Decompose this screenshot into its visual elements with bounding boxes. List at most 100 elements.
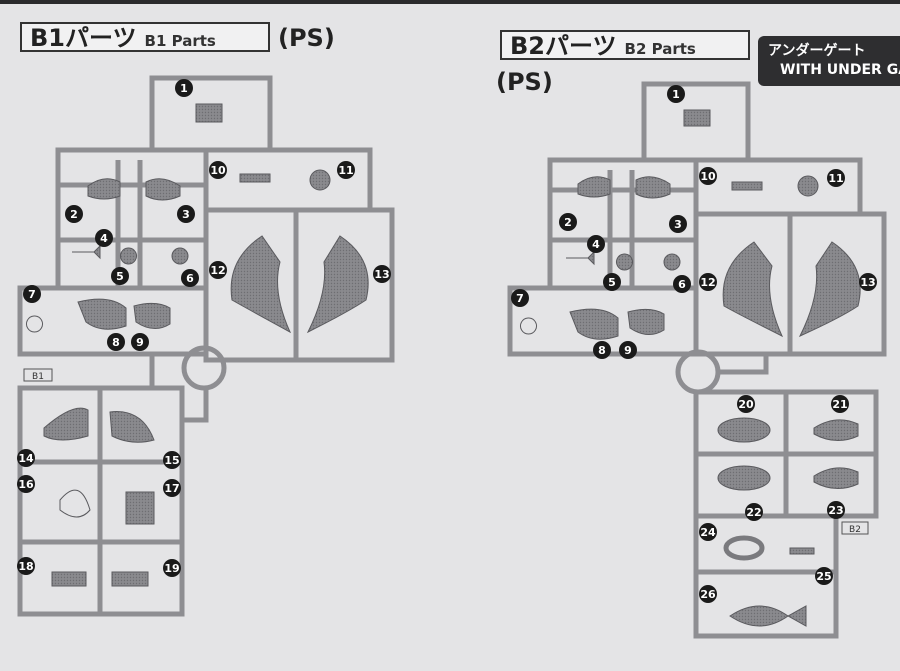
b2-label-9: 9: [624, 344, 632, 357]
b2-label-circle-26: [699, 585, 717, 603]
b1-label-4: 4: [100, 232, 108, 245]
b1-label-2: 2: [70, 208, 78, 221]
b1-part-13-shape: [306, 235, 369, 334]
b1-part-5-shape: [120, 247, 137, 265]
b1-part-18-shape: [51, 571, 87, 587]
b2-title-box: B2パーツ B2 Parts: [500, 30, 750, 60]
b1-label-circle-3: [177, 205, 195, 223]
b1-title: B1パーツ: [30, 24, 137, 52]
b2-part-8-shape: [569, 308, 619, 340]
b1-label-circle-6: [181, 269, 199, 287]
b1-label-11: 11: [338, 164, 353, 177]
b2-label-circle-13: [859, 273, 877, 291]
b1-label-1: 1: [180, 82, 188, 95]
b1-material: (PS): [278, 24, 335, 52]
b2-label-21: 21: [832, 398, 847, 411]
b2-label-circle-7: [511, 289, 529, 307]
b1-part-3-shape: [145, 178, 181, 201]
b1-part-11-shape: [309, 169, 331, 191]
top-edge-bar: [0, 0, 900, 4]
b2-label-circle-21: [831, 395, 849, 413]
b2-parts: [520, 109, 861, 627]
b1-part-15-shape: [109, 411, 155, 443]
badge-line1: アンダーゲート: [768, 43, 866, 59]
b1-title-en: B1 Parts: [144, 32, 216, 50]
b1-label-circle-8: [107, 333, 125, 351]
b1-part-10-shape: [239, 173, 271, 183]
b2-label-24: 24: [700, 526, 716, 539]
b2-label-circle-6: [673, 275, 691, 293]
b1-label-circle-17: [163, 479, 181, 497]
b2-label-13: 13: [860, 276, 875, 289]
b2-label-circle-12: [699, 273, 717, 291]
b2-label-1: 1: [672, 88, 680, 101]
b2-title: B2パーツ: [510, 32, 617, 60]
b1-label-circle-11: [337, 161, 355, 179]
b2-runner-frame: [507, 81, 887, 639]
b2-label-22: 22: [746, 506, 761, 519]
b2-label-26: 26: [700, 588, 716, 601]
b1-label-circle-13: [373, 265, 391, 283]
b1-part-12-shape: [230, 235, 292, 334]
b1-parts: [26, 103, 369, 587]
b1-label-circle-18: [17, 557, 35, 575]
b2-part-12-shape: [722, 241, 784, 338]
b1-label-circle-12: [209, 261, 227, 279]
b1-label-14: 14: [18, 452, 34, 465]
b2-label-2: 2: [564, 216, 572, 229]
b2-part-13-shape: [798, 241, 861, 338]
b1-label-circle-19: [163, 559, 181, 577]
b2-part-9-shape: [627, 308, 665, 335]
b2-label-circle-20: [737, 395, 755, 413]
b2-label-circle-5: [603, 273, 621, 291]
b2-label-circle-22: [745, 503, 763, 521]
b1-label-circle-7: [23, 285, 41, 303]
b1-label-circle-5: [111, 267, 129, 285]
b1-part-1-shape: [195, 103, 223, 123]
b2-label-circle-3: [669, 215, 687, 233]
b2-part-10-shape: [731, 181, 763, 191]
b1-label-circle-2: [65, 205, 83, 223]
b2-label-circle-1: [667, 85, 685, 103]
b1-label-6: 6: [186, 272, 194, 285]
b2-part-11-shape: [797, 175, 819, 197]
b2-part-25-shape: [789, 547, 815, 555]
b2-label-circle-24: [699, 523, 717, 541]
b1-label-17: 17: [164, 482, 179, 495]
b1-label-circle-16: [17, 475, 35, 493]
b1-part-14-shape: [43, 407, 89, 441]
b2-label-10: 10: [700, 170, 716, 183]
b2-label-20: 20: [738, 398, 754, 411]
b1-label-9: 9: [136, 336, 144, 349]
b2-label-circle-25: [815, 567, 833, 585]
b1-part-6-shape: [171, 247, 189, 265]
b1-part-19-shape: [111, 571, 149, 587]
b1-label-circle-15: [163, 451, 181, 469]
b1-label-circle-14: [17, 449, 35, 467]
b1-part-16-shape: [59, 489, 91, 518]
b1-title-box: B1パーツ B1 Parts: [20, 22, 270, 52]
b1-label-18: 18: [18, 560, 33, 573]
b2-label-23: 23: [828, 504, 843, 517]
b2-part-2-shape: [577, 176, 611, 198]
under-gate-badge: アンダーゲート WITH UNDER GA: [758, 36, 900, 86]
b2-part-26-shape: [729, 605, 807, 627]
b1-part-8-shape: [77, 298, 127, 330]
b1-label-15: 15: [164, 454, 179, 467]
b2-tag-text: B2: [849, 525, 861, 535]
b2-label-circle-9: [619, 341, 637, 359]
b2-part-3-shape: [635, 176, 671, 199]
b2-part-6-shape: [663, 253, 681, 271]
b2-label-circle-23: [827, 501, 845, 519]
b2-part-1-shape: [683, 109, 711, 127]
b2-label-circle-11: [827, 169, 845, 187]
b1-label-circle-9: [131, 333, 149, 351]
b2-part-23-shape: [813, 467, 859, 489]
b2-label-4: 4: [592, 238, 600, 251]
b1-tag-text: B1: [32, 372, 44, 382]
b1-part-4-shape: [72, 244, 101, 260]
b2-label-11: 11: [828, 172, 843, 185]
b2-tag: B2: [841, 521, 869, 535]
b2-part-22-shape: [717, 465, 771, 491]
